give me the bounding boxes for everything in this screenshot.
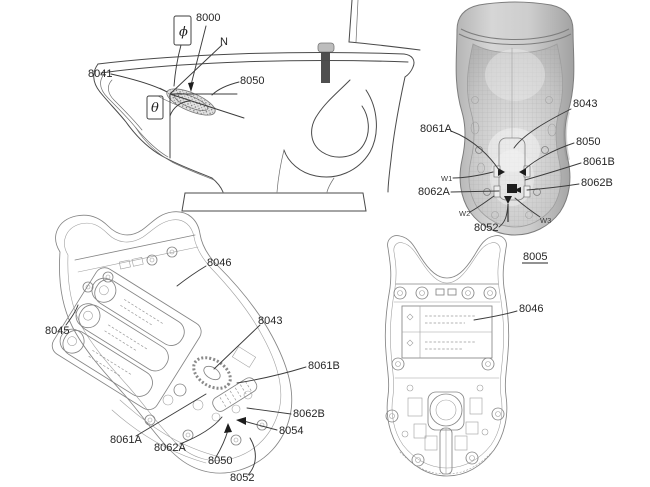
angle-annotations <box>110 15 245 159</box>
width-w1-label: W1 <box>441 174 452 183</box>
phi-symbol-box <box>173 15 192 46</box>
ref-8061A: 8061A <box>110 434 142 446</box>
interior-outline <box>55 211 293 474</box>
arrowhead <box>236 417 246 425</box>
ref-8000: 8000 <box>196 12 220 24</box>
ref-8062B: 8062B <box>293 408 325 420</box>
device-render-figure: 8043 8061A 8050 8061B 8062B 8062A W1 W2 … <box>418 1 615 236</box>
w1-arrow-right <box>519 168 526 176</box>
ref-8005: 8005 <box>523 251 547 263</box>
width-w3-label: W3 <box>540 216 551 225</box>
device-bottom-plan-figure: 8005 8046 <box>384 235 548 477</box>
ref-8045: 8045 <box>45 325 69 337</box>
ref-8046: 8046 <box>519 303 543 315</box>
phi-label: ϕ <box>179 25 188 40</box>
arrowhead <box>224 423 232 433</box>
battery-label-scribble <box>425 315 475 350</box>
dispenser-mechanism <box>111 346 268 464</box>
battery-pack <box>51 267 202 411</box>
width-w2-label: W2 <box>459 209 470 218</box>
plan-outline <box>384 235 510 477</box>
normal-axis-label: N <box>220 36 228 48</box>
ref-8052: 8052 <box>230 472 254 484</box>
hinge-bolt-cap <box>317 42 335 53</box>
device-interior-figure: 8046 8045 8043 8061B 8062B 8054 8061A 80… <box>45 211 340 484</box>
down-arrow <box>504 196 512 204</box>
ref-8050: 8050 <box>240 75 264 87</box>
toilet-outline <box>93 0 421 212</box>
ref-8061B: 8061B <box>583 156 615 168</box>
interior-annotation-leaders <box>65 265 307 476</box>
theta-label: θ <box>151 101 159 116</box>
render-annotation-leaders <box>450 108 582 228</box>
latch-block <box>507 184 517 193</box>
plan-annotation-leaders <box>473 262 548 321</box>
ref-8050: 8050 <box>576 136 600 148</box>
ref-8052: 8052 <box>474 222 498 234</box>
ref-8043: 8043 <box>258 315 282 327</box>
ref-8062A: 8062A <box>418 186 450 198</box>
hinge-bolt <box>321 52 330 83</box>
toilet-side-view-figure: ϕ θ 8000 N 8041 8050 <box>88 0 421 212</box>
ref-8041: 8041 <box>88 68 112 80</box>
theta-symbol-box <box>146 95 164 120</box>
device-shell-render <box>455 1 575 236</box>
ref-8061B: 8061B <box>308 360 340 372</box>
arrowhead <box>188 82 194 92</box>
ref-8043: 8043 <box>573 98 597 110</box>
ref-8054: 8054 <box>279 425 303 437</box>
ref-8061A: 8061A <box>420 123 452 135</box>
ref-8062A: 8062A <box>154 442 186 454</box>
ref-8046: 8046 <box>207 257 231 269</box>
ref-8062B: 8062B <box>581 177 613 189</box>
plan-hardware <box>385 283 505 475</box>
ref-8050: 8050 <box>208 455 232 467</box>
arrowhead <box>514 187 521 193</box>
battery-label-scribble <box>88 299 164 377</box>
w1-arrow-left <box>498 168 505 176</box>
